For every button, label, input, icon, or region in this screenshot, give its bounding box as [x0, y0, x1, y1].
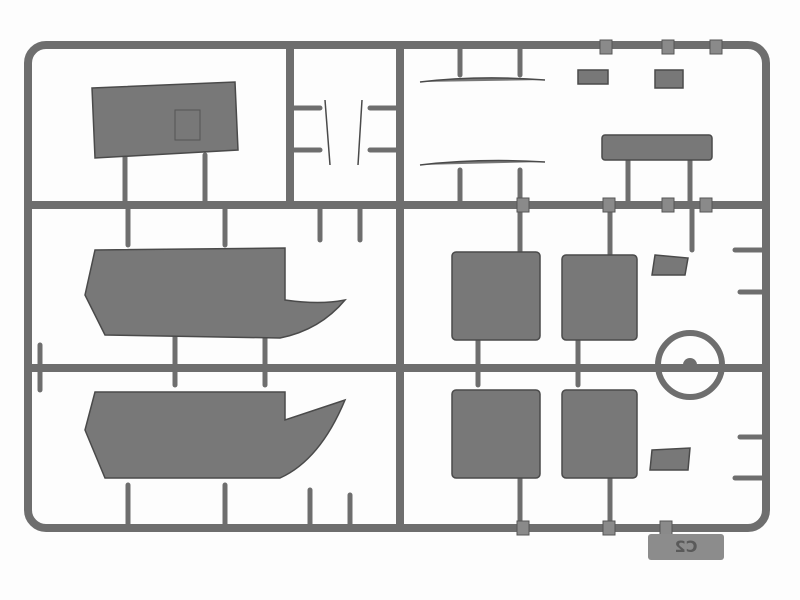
door-panel — [561, 389, 638, 479]
sprue-label: C2 — [648, 534, 724, 560]
body-side-upper — [84, 247, 347, 339]
part-number-tags — [516, 39, 723, 536]
door-panel — [451, 389, 541, 479]
gates — [37, 42, 769, 531]
sprue-frame — [24, 41, 770, 532]
instrument-panel — [601, 134, 713, 161]
dashboard-part — [91, 81, 239, 159]
body-side-lower — [84, 391, 347, 479]
door-panel — [451, 251, 541, 341]
steering-wheel — [655, 330, 725, 400]
door-panel — [561, 254, 638, 341]
parts — [84, 69, 725, 479]
